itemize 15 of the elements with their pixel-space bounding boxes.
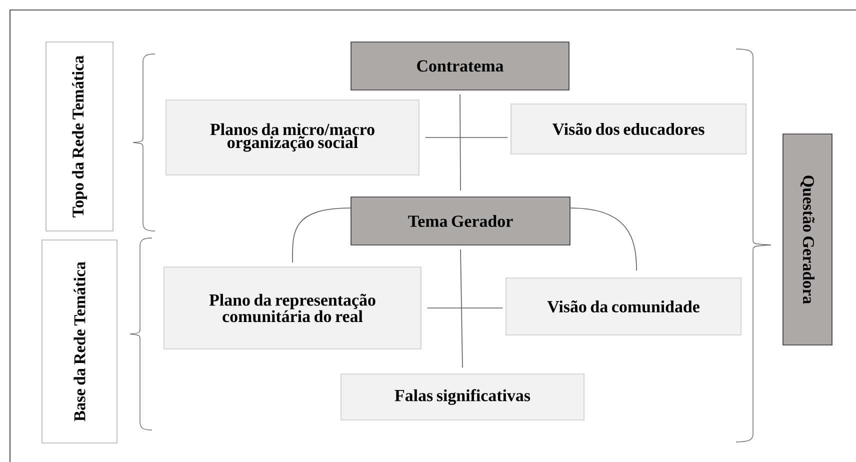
question-box: Questão Geradora xyxy=(782,134,832,346)
content-box: Falas significativas xyxy=(340,374,584,420)
content-box: Visão dos educadores xyxy=(510,104,746,154)
section-label-box: Base da Rede Temática xyxy=(42,240,118,444)
content-box: Plano da representação comunitária do real xyxy=(164,266,422,350)
connector-line xyxy=(460,248,463,368)
content-box: Planos da micro/macro organização social xyxy=(166,100,420,176)
connector-line xyxy=(460,94,461,191)
connector-line xyxy=(292,208,351,263)
connector-line xyxy=(570,208,637,271)
connector-line xyxy=(425,137,508,138)
content-box: Visão da comunidade xyxy=(506,278,742,336)
theme-box: Contratema xyxy=(350,42,570,90)
theme-box: Tema Gerador xyxy=(350,196,570,246)
section-label-box: Topo da Rede Temática xyxy=(46,42,114,232)
